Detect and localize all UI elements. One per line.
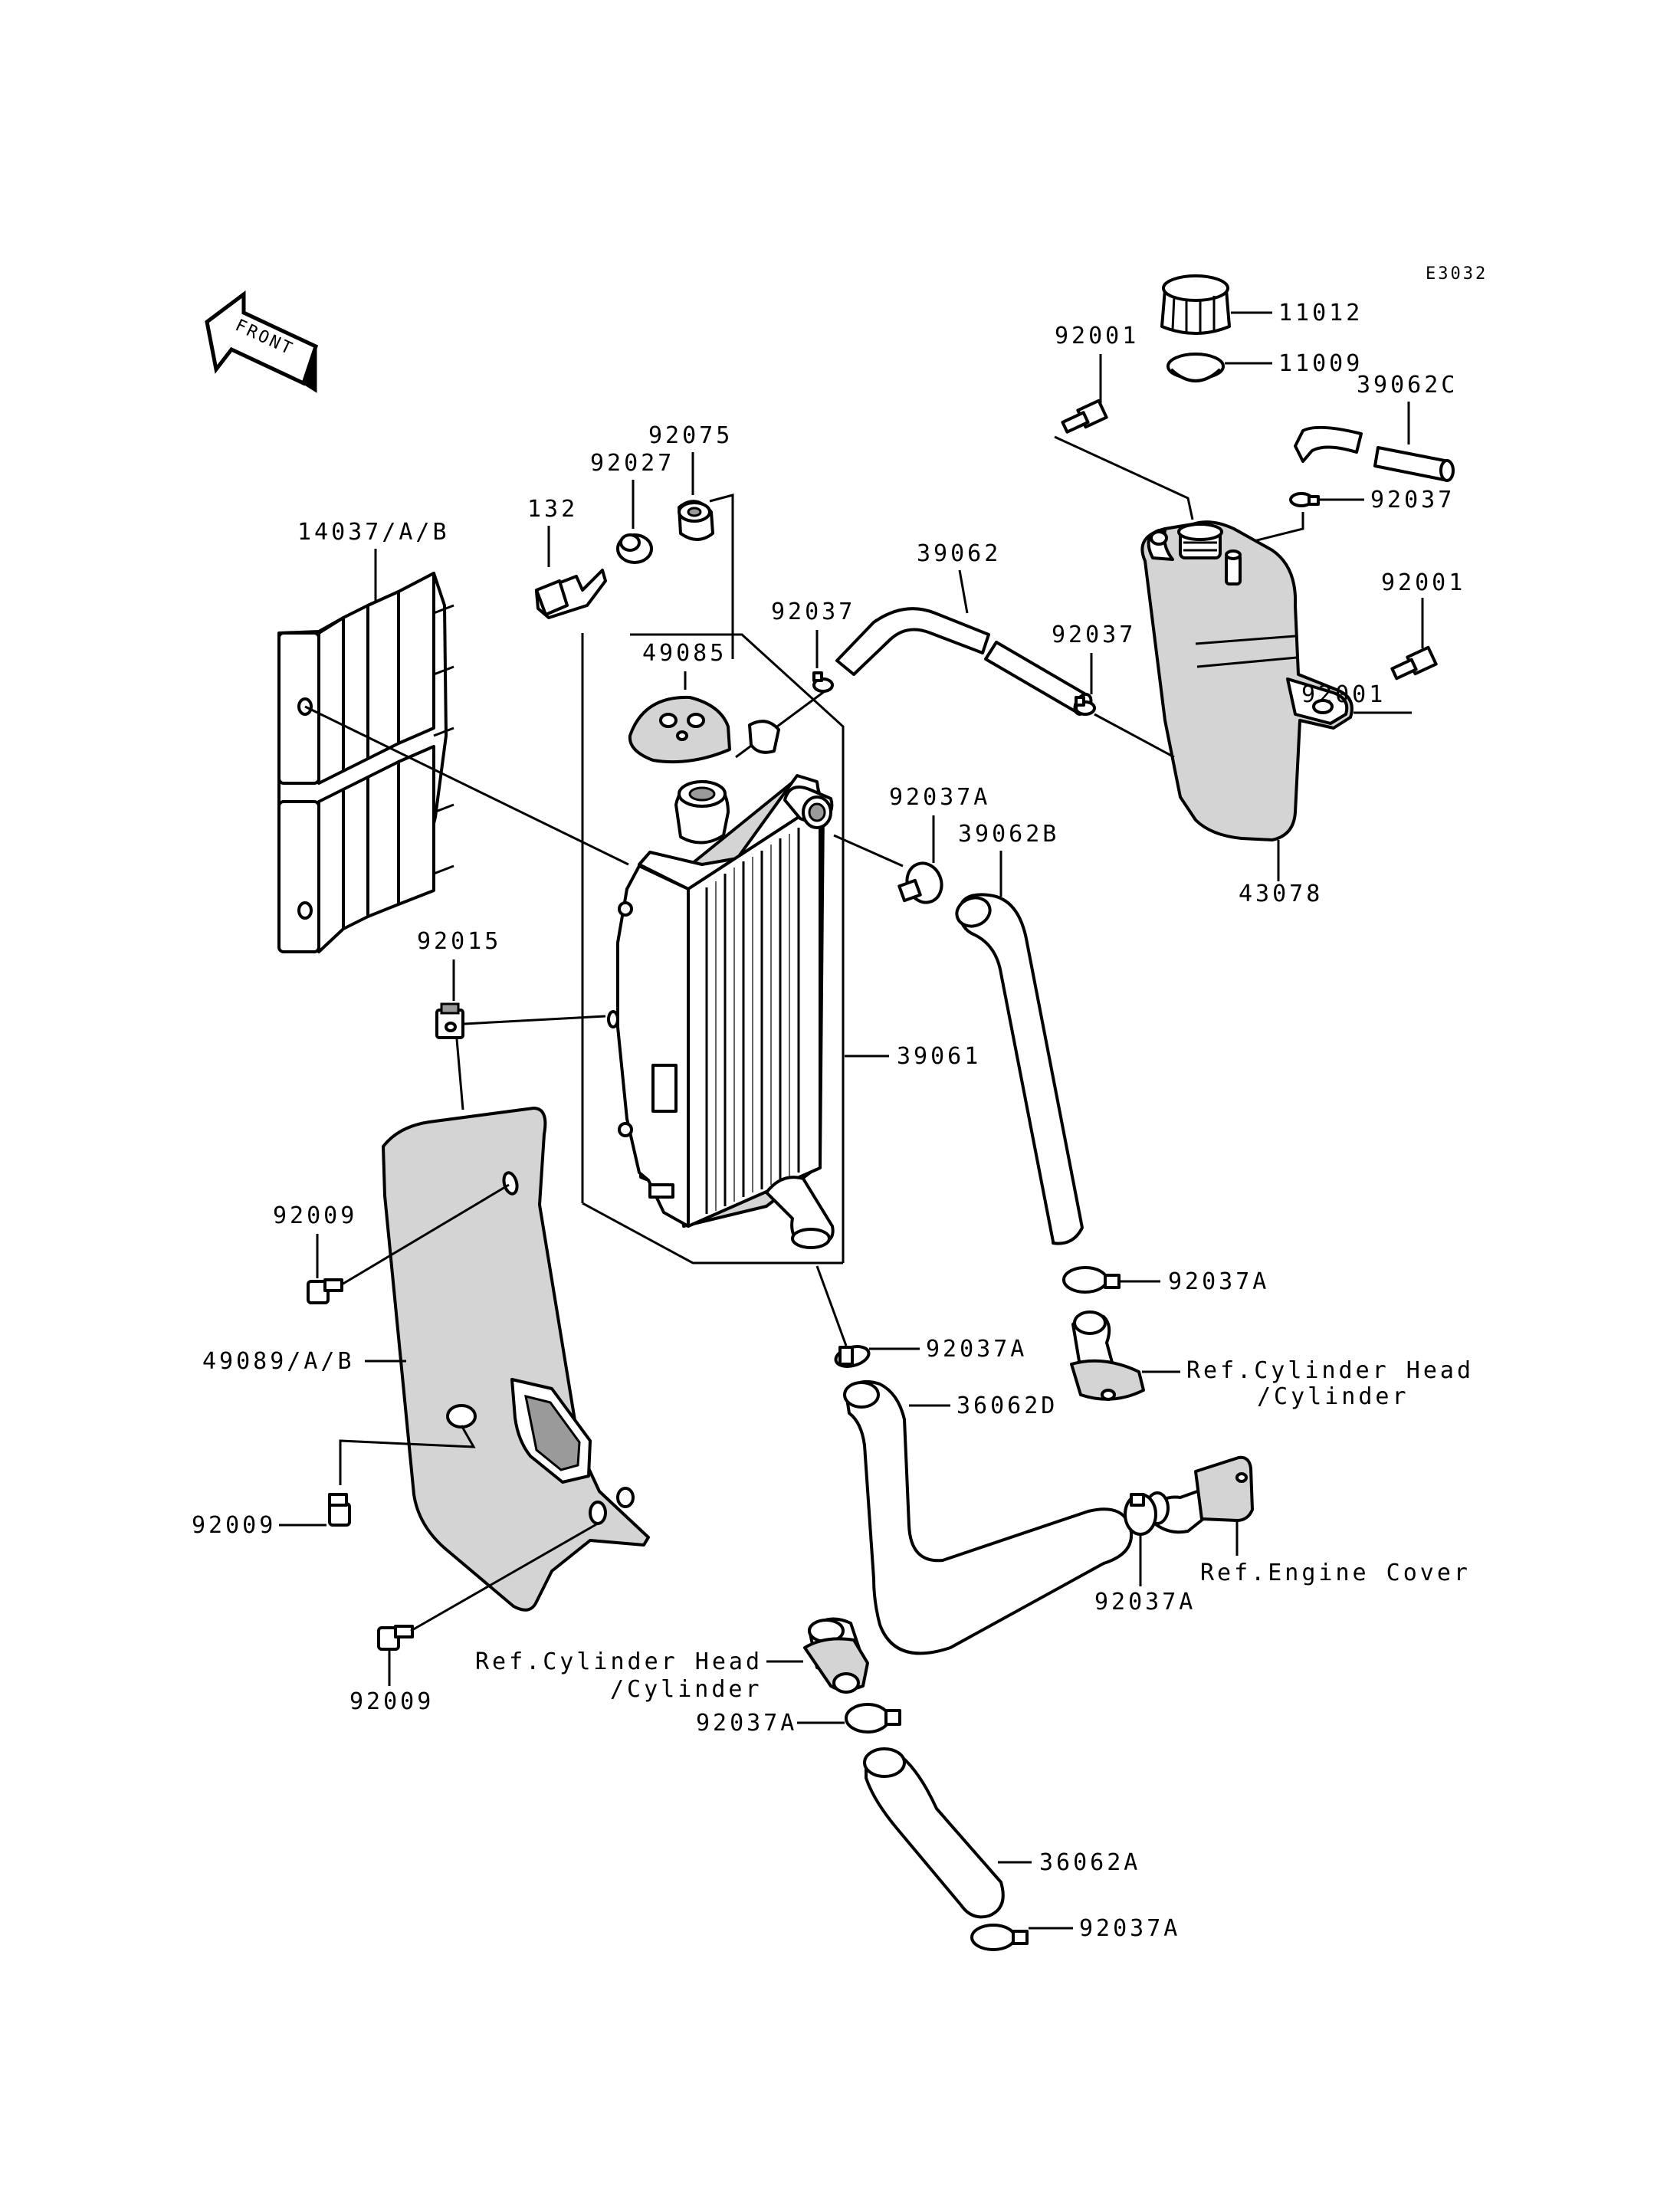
label-92075: 92075 (648, 422, 733, 449)
label-92001-right: 92001 (1301, 681, 1386, 708)
bolt-132-icon (535, 569, 607, 619)
ref-cyl-head-upper-2: /Cylinder (1257, 1383, 1409, 1410)
label-39062B: 39062B (958, 821, 1059, 848)
reserve-tank-cap-icon (1160, 274, 1231, 335)
label-92009-top: 92009 (273, 1202, 357, 1229)
label-36062D: 36062D (956, 1392, 1058, 1419)
label-43078: 43078 (1239, 881, 1323, 907)
drawing-code: E3032 (1426, 264, 1488, 284)
label-92037A-bottom: 92037A (1079, 1915, 1180, 1942)
ref-engine-cover: Ref.Engine Cover (1200, 1560, 1471, 1586)
label-92027: 92027 (590, 450, 674, 477)
label-92037A-hose-b: 92037A (1168, 1268, 1269, 1295)
label-92037A-upper: 92037A (889, 784, 990, 811)
label-92009-mid: 92009 (192, 1512, 276, 1539)
radiator-cap-icon (628, 695, 731, 764)
ref-cyl-head-lower-1: Ref.Cylinder Head (475, 1648, 763, 1675)
front-arrow-icon: FRONT (205, 290, 319, 393)
label-39061: 39061 (897, 1043, 981, 1070)
label-39062C: 39062C (1357, 372, 1458, 399)
bolt-guard-top-icon (307, 1278, 343, 1304)
label-92037-right: 92037 (1052, 622, 1136, 648)
overflow-hose-c-icon (1294, 425, 1455, 482)
clip-hose-left-icon (812, 671, 834, 693)
label-49089: 49089/A/B (202, 1348, 355, 1375)
reserve-tank-icon (1140, 520, 1354, 841)
label-92037-left: 92037 (771, 599, 855, 625)
cylinder-head-fitting-lower-icon (803, 1617, 869, 1694)
grommet-icon (678, 500, 714, 541)
label-39062: 39062 (917, 540, 1001, 567)
collar-icon (616, 533, 653, 564)
label-92037A-outlet: 92037A (926, 1336, 1027, 1363)
nut-clip-icon (435, 1002, 464, 1039)
clamp-upper-icon (897, 861, 943, 904)
bolt-tank-upper-icon (1061, 399, 1108, 434)
radiator-guard-icon (382, 1107, 650, 1612)
label-132: 132 (527, 496, 578, 523)
shroud-grille-icon (277, 572, 454, 953)
label-92015: 92015 (417, 928, 501, 955)
clamp-cyl-lower-icon (845, 1703, 901, 1734)
bolt-guard-bottom-icon (377, 1625, 414, 1651)
clamp-hose-b-lower-icon (1062, 1266, 1121, 1294)
label-49085: 49085 (642, 640, 727, 667)
label-11009: 11009 (1278, 350, 1363, 377)
label-92001-upper: 92001 (1055, 323, 1139, 349)
bolt-tank-right-icon (1390, 645, 1438, 681)
clamp-radiator-outlet-icon (834, 1345, 871, 1368)
clip-tank-icon (1289, 492, 1320, 507)
label-14037: 14037/A/B (297, 519, 450, 546)
clamp-hose-a-lower-icon (970, 1924, 1029, 1951)
label-92037-tank: 92037 (1370, 487, 1455, 513)
label-92001-tank-right: 92001 (1381, 569, 1465, 596)
label-92037A-engine: 92037A (1094, 1589, 1196, 1615)
label-36062A: 36062A (1039, 1849, 1140, 1876)
clip-hose-right-icon (1075, 696, 1096, 716)
cap-seal-icon (1166, 353, 1225, 382)
hose-39062B-icon (955, 893, 1084, 1245)
radiator-icon (607, 720, 835, 1249)
label-92009-bottom: 92009 (349, 1688, 434, 1715)
cylinder-head-fitting-upper-icon (1070, 1310, 1145, 1401)
bolt-guard-mid-icon (328, 1493, 351, 1527)
ref-cyl-head-lower-2: /Cylinder (610, 1676, 763, 1703)
label-92037A-cyl: 92037A (696, 1710, 797, 1737)
hose-36062D-icon (843, 1380, 1134, 1655)
label-11012: 11012 (1278, 300, 1363, 326)
clamp-engine-cover-icon (1124, 1493, 1157, 1536)
engine-cover-fitting-icon (1145, 1455, 1254, 1534)
ref-cyl-head-upper-1: Ref.Cylinder Head (1186, 1357, 1474, 1384)
hose-36062A-icon (863, 1747, 1005, 1919)
